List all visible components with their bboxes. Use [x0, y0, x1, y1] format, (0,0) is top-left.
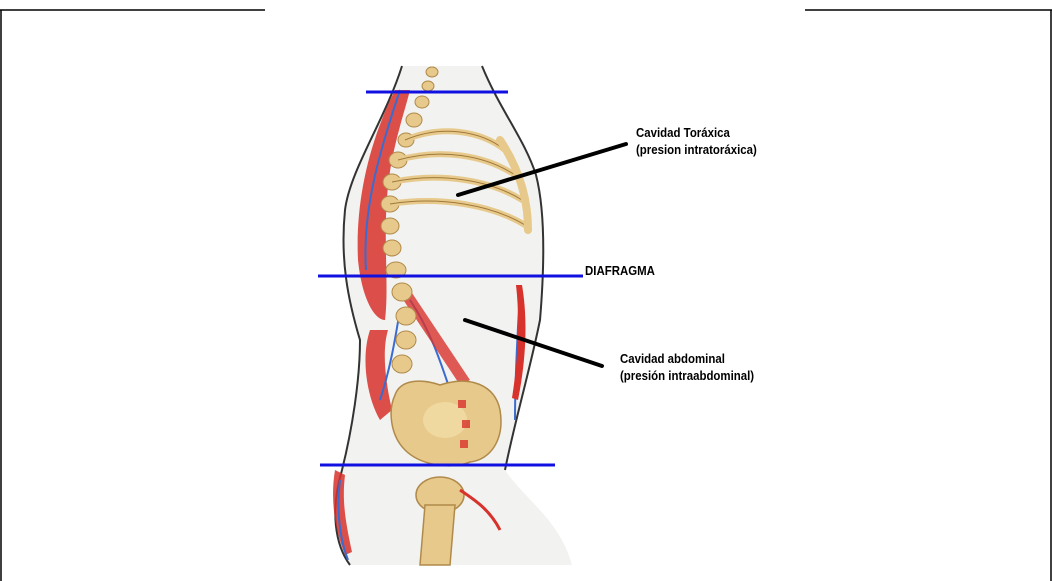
thoracic-cavity-label: Cavidad Toráxica (presion intratoráxica) — [636, 124, 757, 158]
pelvis — [391, 381, 501, 466]
diaphragm-text: DIAFRAGMA — [585, 262, 655, 279]
abdominal-cavity-label: Cavidad abdominal (presión intraabdomina… — [620, 350, 754, 384]
thoracic-cavity-title: Cavidad Toráxica — [636, 124, 757, 141]
diaphragm-label: DIAFRAGMA — [585, 262, 655, 279]
thoracic-pressure-subtitle: (presion intratoráxica) — [636, 141, 757, 158]
abdominal-cavity-title: Cavidad abdominal — [620, 350, 754, 367]
abdominal-pressure-subtitle: (presión intraabdominal) — [620, 367, 754, 384]
